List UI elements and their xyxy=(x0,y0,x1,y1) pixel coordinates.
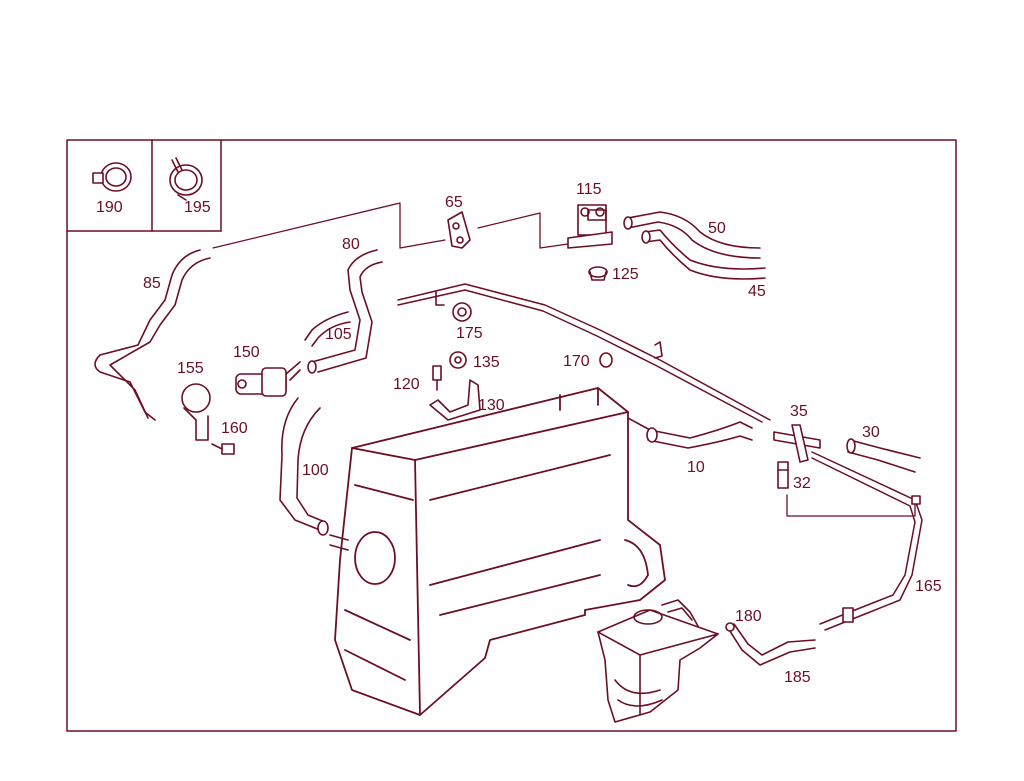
pipe-brackets xyxy=(435,291,921,505)
hose-100 xyxy=(279,397,349,551)
label-105: 105 xyxy=(325,326,352,343)
water-pump-150 xyxy=(235,361,301,397)
reference-lines xyxy=(212,202,916,517)
hose-10 xyxy=(627,417,753,449)
label-165: 165 xyxy=(915,578,942,595)
hose-clamp-190-icon xyxy=(92,162,132,192)
bolt-160 xyxy=(211,443,235,455)
label-175: 175 xyxy=(456,325,483,342)
clip-165 xyxy=(842,607,854,623)
bracket-65 xyxy=(447,211,471,249)
heater-valve-115 xyxy=(567,204,613,249)
hose-180-185 xyxy=(725,622,816,666)
label-45: 45 xyxy=(748,283,766,300)
label-155: 155 xyxy=(177,360,204,377)
label-50: 50 xyxy=(708,220,726,237)
label-135: 135 xyxy=(473,354,500,371)
hose-85 xyxy=(94,249,211,421)
label-130: 130 xyxy=(478,397,505,414)
nut-175 xyxy=(452,302,472,322)
spring-clamp-195-icon xyxy=(169,157,203,201)
inset-boxes xyxy=(66,139,222,232)
label-185: 185 xyxy=(784,669,811,686)
label-85: 85 xyxy=(143,275,161,292)
diagram-frame xyxy=(66,139,957,732)
plug-32 xyxy=(777,461,789,489)
label-150: 150 xyxy=(233,344,260,361)
engine-block xyxy=(334,387,666,716)
label-160: 160 xyxy=(221,420,248,437)
t-piece-35 xyxy=(773,424,821,463)
hose-45 xyxy=(641,229,766,280)
inset-label-190: 190 xyxy=(96,199,123,216)
plug-170 xyxy=(599,352,613,368)
label-65: 65 xyxy=(445,194,463,211)
inset-label-195: 195 xyxy=(184,199,211,216)
label-120: 120 xyxy=(393,376,420,393)
hose-30 xyxy=(846,438,921,473)
hose-105 xyxy=(304,311,351,347)
label-170: 170 xyxy=(563,353,590,370)
nut-135 xyxy=(449,351,467,369)
hose-50 xyxy=(623,211,761,259)
label-125: 125 xyxy=(612,266,639,283)
coolant-reservoir xyxy=(597,599,719,723)
label-115: 115 xyxy=(576,181,602,198)
sensor-120 xyxy=(432,365,442,391)
bracket-130 xyxy=(429,379,481,421)
label-80: 80 xyxy=(342,236,360,253)
label-100: 100 xyxy=(302,462,329,479)
holder-155 xyxy=(181,383,211,441)
label-30: 30 xyxy=(862,424,880,441)
label-10: 10 xyxy=(687,459,705,476)
label-32: 32 xyxy=(793,475,811,492)
cap-125 xyxy=(588,266,608,281)
label-180: 180 xyxy=(735,608,762,625)
hose-80 xyxy=(307,249,383,374)
label-35: 35 xyxy=(790,403,808,420)
